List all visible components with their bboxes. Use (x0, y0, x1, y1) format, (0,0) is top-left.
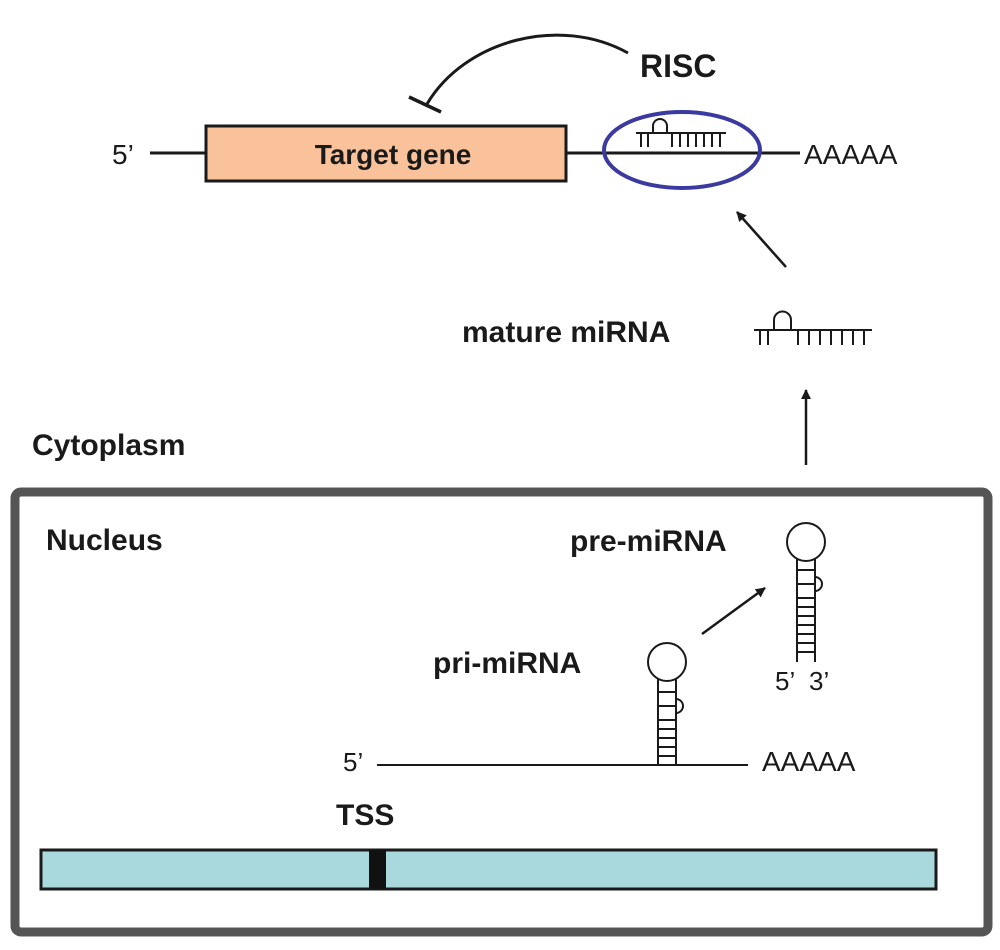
nucleus-boundary (10, 487, 993, 937)
mature-mirna-icon (754, 310, 872, 345)
arrow-mature-to-risc (736, 211, 787, 268)
tss-label: TSS (336, 799, 394, 832)
bound-mirna-icon (636, 118, 726, 147)
dna-bar (39, 848, 938, 891)
pri-mirna-hairpin-icon (647, 642, 687, 765)
target-five-prime-label: 5’ (112, 139, 134, 170)
pri-mirna-five-prime: 5’ (343, 747, 363, 777)
mature-mirna-label: mature miRNA (462, 316, 670, 349)
pre-mirna-label: pre-miRNA (570, 525, 727, 558)
target-poly-a-label: AAAAA (804, 139, 898, 170)
tss-marker (369, 850, 386, 889)
inhibition-bar (408, 95, 442, 114)
cytoplasm-label: Cytoplasm (32, 429, 185, 462)
risc-complex-ellipse (602, 110, 762, 190)
pri-mirna-poly-a: AAAAA (762, 746, 856, 777)
risc-inhibition-arc (425, 33, 629, 105)
target-gene-label: Target gene (315, 139, 472, 170)
pre-mirna-five-prime: 5’ (775, 666, 795, 696)
pre-mirna-three-prime: 3’ (809, 666, 829, 696)
arrow-pri-to-pre (701, 586, 766, 636)
target-gene-box (204, 124, 568, 183)
risc-label: RISC (640, 48, 716, 84)
pre-mirna-hairpin-icon (786, 522, 826, 662)
pri-mirna-label: pri-miRNA (433, 647, 581, 680)
nucleus-label: Nucleus (46, 524, 163, 557)
